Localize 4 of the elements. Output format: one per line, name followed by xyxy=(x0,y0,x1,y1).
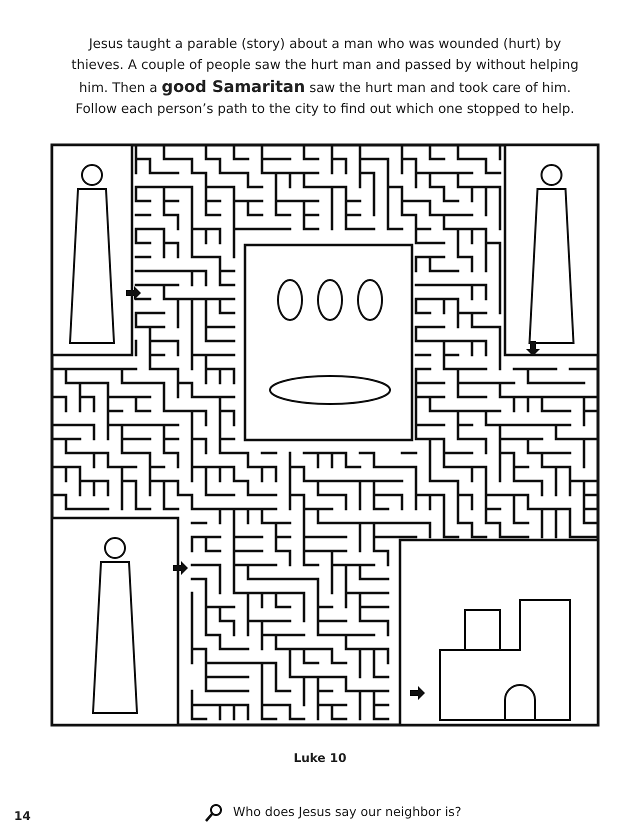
intro-paragraph: Jesus taught a parable (story) about a man who was wounded (hurt) by thieves. A couple of people saw the hurt man and passed by without helping him. Then a good Samaritan saw the hurt man and took care of him. Follow each person’s path to the city to find out which one stopped to help. xyxy=(70,36,580,119)
question-text: Who does Jesus say our neighbor is? xyxy=(233,804,462,819)
page-number: 14 xyxy=(14,809,31,823)
scripture-reference: Luke 10 xyxy=(292,751,348,765)
